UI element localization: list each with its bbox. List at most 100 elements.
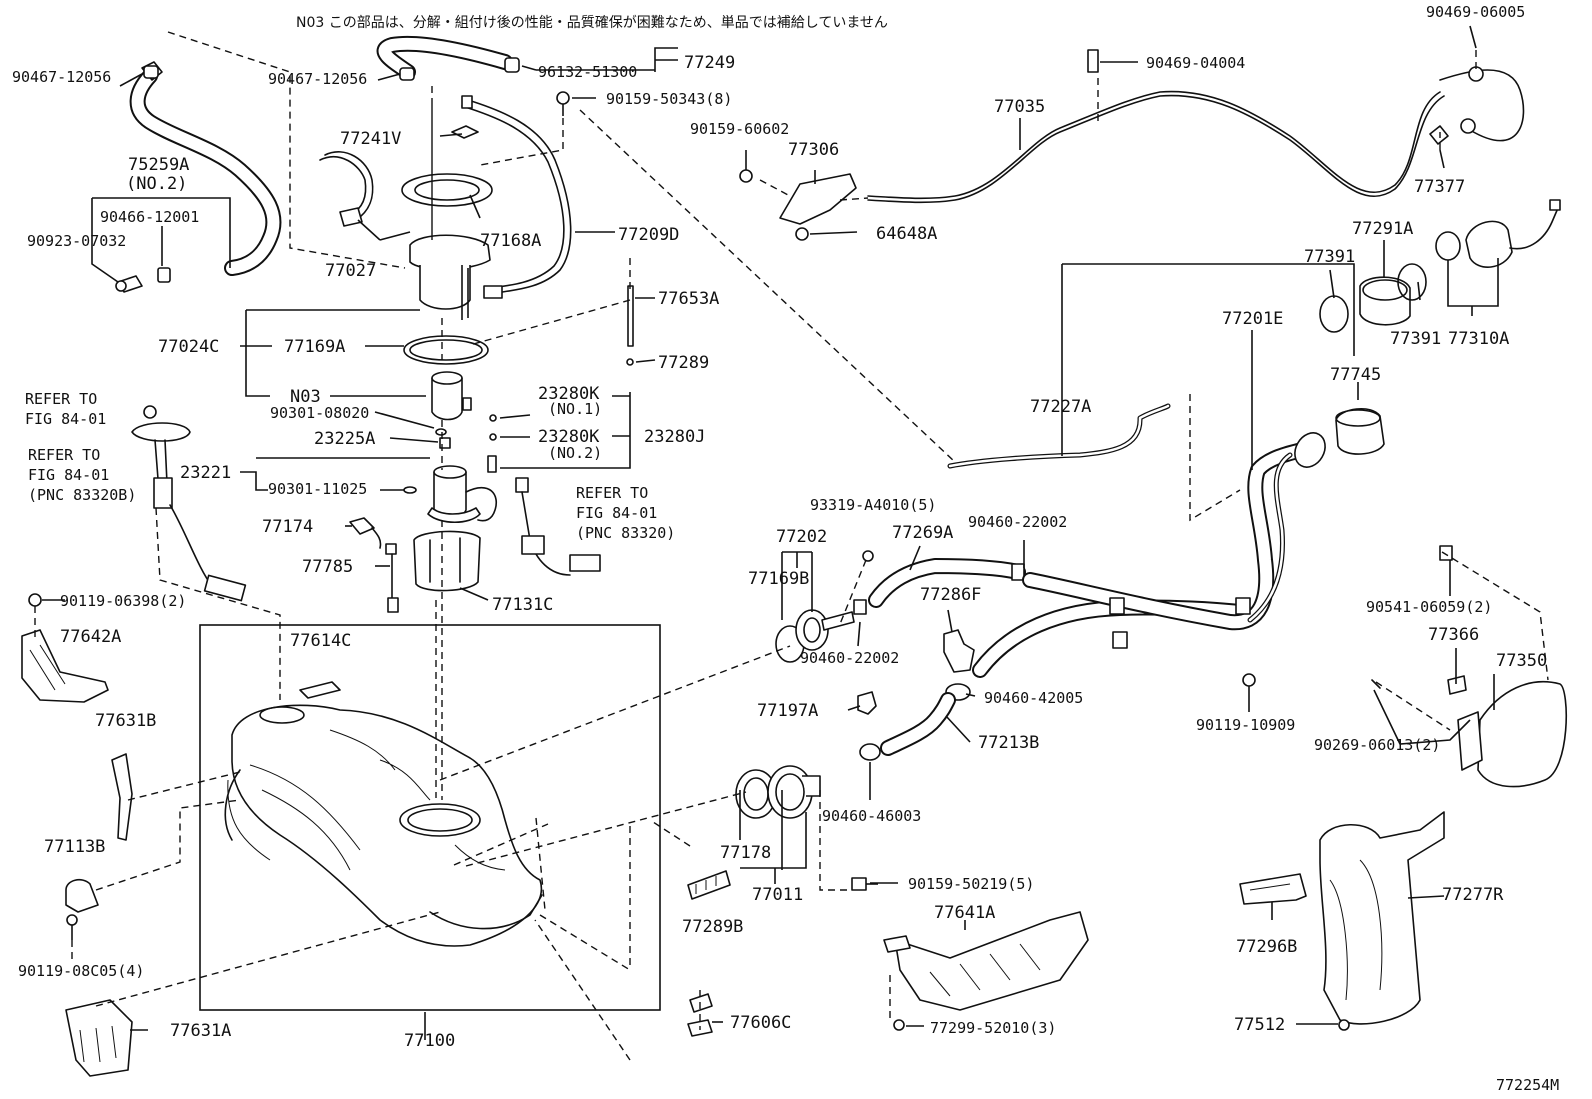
label-77641a: 77641A xyxy=(934,903,995,923)
label-90159-50219: 90159-50219(5) xyxy=(908,875,1034,893)
fuel-pump-assembly xyxy=(319,95,634,592)
label-77169b: 77169B xyxy=(748,569,809,589)
label-77027: 77027 xyxy=(325,261,376,281)
pipe-77227a xyxy=(947,403,1171,469)
part-labels: N03 この部品は、分解・組付け後の性能・品質確保が困難なため、単品では補給して… xyxy=(12,3,1559,1094)
fuel-cap-77310a xyxy=(1435,199,1561,268)
wire-77785 xyxy=(385,543,399,613)
refer-fig-84-01-a2: FIG 84-01 xyxy=(25,410,106,428)
label-77269a: 77269A xyxy=(892,523,953,543)
filler-neck-77291a xyxy=(1359,276,1411,326)
label-75259a: 75259A xyxy=(128,155,189,175)
label-77642a: 77642A xyxy=(60,627,121,647)
label-90467-12056-mid: 90467-12056 xyxy=(268,70,367,88)
clamp-90466 xyxy=(157,267,171,283)
label-77131c: 77131C xyxy=(492,595,553,615)
label-90541-06059: 90541-06059(2) xyxy=(1366,598,1492,616)
label-77113b: 77113B xyxy=(44,837,105,857)
clamp-90467-left xyxy=(143,65,159,79)
label-23280k-2: 23280K xyxy=(538,427,600,447)
label-23280k-1-no: (NO.1) xyxy=(548,400,602,418)
label-23280j: 23280J xyxy=(644,427,705,447)
label-77277r: 77277R xyxy=(1442,885,1504,905)
clamp-77289b xyxy=(687,870,731,900)
gasket-77391-left xyxy=(1319,295,1349,333)
label-77391-right: 77391 xyxy=(1390,329,1441,349)
label-77745: 77745 xyxy=(1330,365,1381,385)
refer-fig-84-01-b3: (PNC 83320B) xyxy=(28,486,136,504)
label-77202: 77202 xyxy=(776,527,827,547)
hose-77269a xyxy=(853,558,1026,615)
label-23280k-2-no: (NO.2) xyxy=(548,444,602,462)
clip-77512 xyxy=(1338,1019,1350,1031)
label-90159-50343: 90159-50343(8) xyxy=(606,90,732,108)
filler-plate-77202 xyxy=(795,609,855,651)
screw-93319 xyxy=(862,550,874,562)
label-77653a: 77653A xyxy=(658,289,719,309)
label-90460-22002-top: 90460-22002 xyxy=(968,513,1067,531)
bracket-77642a xyxy=(21,593,109,703)
refer-fig-84-01-b1: REFER TO xyxy=(28,446,100,464)
label-77289b: 77289B xyxy=(682,917,743,937)
protector-77641a xyxy=(883,911,1089,1031)
label-77024c: 77024C xyxy=(158,337,219,357)
label-77169a: 77169A xyxy=(284,337,345,357)
label-77291a: 77291A xyxy=(1352,219,1413,239)
label-93319-a4010: 93319-A4010(5) xyxy=(810,496,936,514)
label-77286f: 77286F xyxy=(920,585,981,605)
refer-fig-84-01-b2: FIG 84-01 xyxy=(28,466,109,484)
label-23221: 23221 xyxy=(180,463,231,483)
label-77296b: 77296B xyxy=(1236,937,1297,957)
label-75259a-no2: (NO.2) xyxy=(126,174,187,194)
ring-77745 xyxy=(1335,408,1385,455)
wire-77174 xyxy=(349,517,382,549)
lever-77306 xyxy=(739,169,857,241)
label-77631a: 77631A xyxy=(170,1021,231,1041)
label-77249: 77249 xyxy=(684,53,735,73)
label-77197a: 77197A xyxy=(757,701,818,721)
clamp-90460-46003 xyxy=(859,743,881,761)
clamp-77286f xyxy=(943,629,975,673)
label-90119-10909: 90119-10909 xyxy=(1196,716,1295,734)
label-n03: N03 xyxy=(290,387,321,407)
label-77241v: 77241V xyxy=(340,129,401,149)
cable-77035 xyxy=(867,49,1525,204)
label-90119-06398: 90119-06398(2) xyxy=(60,592,186,610)
filler-pipe-77201e xyxy=(972,432,1326,678)
label-90119-08c05: 90119-08C05(4) xyxy=(18,962,144,980)
label-77512: 77512 xyxy=(1234,1015,1285,1035)
bracket-77113b xyxy=(65,878,99,940)
clip-90159-50343 xyxy=(556,91,570,116)
fuel-sender-gauge xyxy=(131,405,247,602)
label-77011: 77011 xyxy=(752,885,803,905)
gasket-77391-right xyxy=(1397,263,1427,301)
refer-fig-84-01-c2: FIG 84-01 xyxy=(576,504,657,522)
label-77209d: 77209D xyxy=(618,225,679,245)
note-n03: N03 この部品は、分解・組付け後の性能・品質確保が困難なため、単品では補給して… xyxy=(296,15,888,31)
label-77178: 77178 xyxy=(720,843,771,863)
label-90460-22002-bottom: 90460-22002 xyxy=(800,649,899,667)
label-77299-52010: 77299-52010(3) xyxy=(930,1019,1056,1037)
label-77213b: 77213B xyxy=(978,733,1039,753)
figure-id: 772254M xyxy=(1496,1076,1559,1094)
label-90159-60602: 90159-60602 xyxy=(690,120,789,138)
clamp-90460-42005 xyxy=(945,683,971,701)
label-77100: 77100 xyxy=(404,1031,455,1051)
label-90923-07032: 90923-07032 xyxy=(27,232,126,250)
bolt-90119-10909 xyxy=(1242,673,1256,700)
label-77201e: 77201E xyxy=(1222,309,1283,329)
label-90466-12001: 90466-12001 xyxy=(100,208,199,226)
label-77168a: 77168A xyxy=(480,231,541,251)
label-64648a: 64648A xyxy=(876,224,937,244)
label-23280k-1: 23280K xyxy=(538,384,600,404)
refer-fig-84-01-c3: (PNC 83320) xyxy=(576,524,675,542)
bracket-77631a xyxy=(65,999,133,1077)
label-77174: 77174 xyxy=(262,517,313,537)
bolt-90923 xyxy=(115,275,143,293)
label-77227a: 77227A xyxy=(1030,397,1091,417)
label-77289: 77289 xyxy=(658,353,709,373)
housing-77277r xyxy=(1319,811,1445,1025)
plate-77011 xyxy=(767,765,821,819)
leader-lines xyxy=(34,25,1549,1061)
